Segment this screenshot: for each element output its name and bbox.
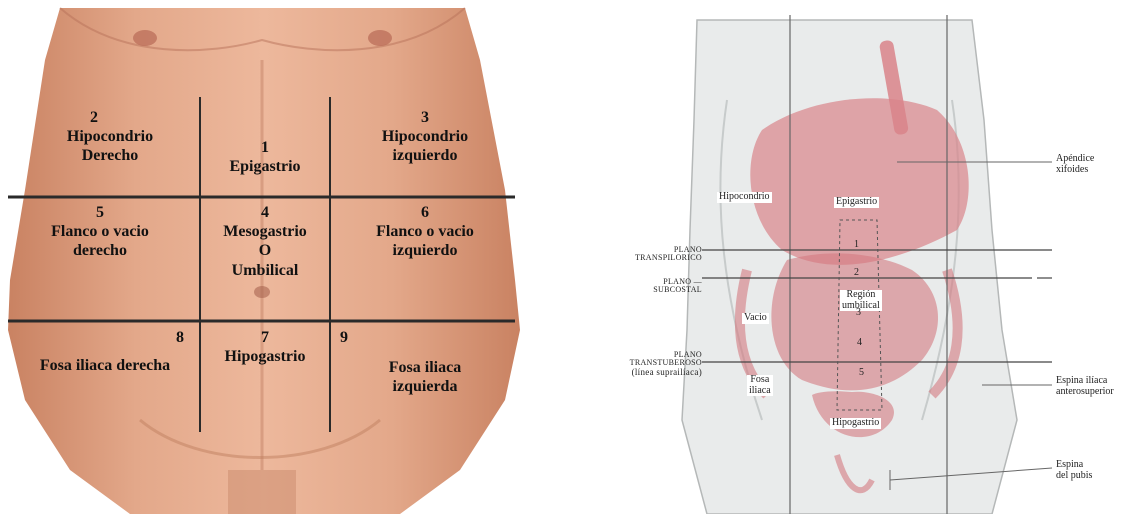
espina-pubis-label: Espina del pubis: [1056, 460, 1092, 481]
epigastrio-label: Epigastrio: [834, 197, 879, 208]
region-8-label: Fosa iliaca derecha: [10, 356, 200, 375]
plano-transpilorico-label: PLANO TRANSPILORICO: [622, 246, 702, 263]
stomach-liver: [750, 98, 968, 265]
navel: [254, 286, 270, 298]
anatomical-planes-drawing: Hipocondrio Epigastrio Región umbilical …: [572, 0, 1138, 514]
region-9-number: 9: [334, 328, 354, 347]
region-1-label: 1 Epigastrio: [205, 138, 325, 176]
region-2-label: 2 Hipocondrio Derecho: [40, 108, 180, 166]
espina-iliaca-label: Espina ilíaca anterosuperior: [1056, 376, 1114, 397]
hipocondrio-label: Hipocondrio: [717, 192, 772, 203]
region-7-label: 7 Hipogastrio: [205, 328, 325, 366]
region-5-label: 5 Flanco o vacio derecho: [10, 203, 190, 261]
hipogastrio-label: Hipogastrio: [830, 418, 881, 429]
region-4-label: 4 Mesogastrio O Umbilical: [200, 203, 330, 280]
vertebra-2: 2: [854, 268, 859, 279]
left-nipple: [368, 30, 392, 46]
region-6-label: 6 Flanco o vacio izquierdo: [335, 203, 515, 261]
vertebra-4: 4: [857, 338, 862, 349]
vertebra-1: 1: [854, 240, 859, 251]
region-9-label: Fosa iliaca izquierda: [345, 358, 505, 396]
region-3-label: 3 Hipocondrio izquierdo: [345, 108, 505, 166]
right-nipple: [133, 30, 157, 46]
vertebra-5: 5: [859, 368, 864, 379]
region-8-number: 8: [168, 328, 192, 347]
vacio-label: Vacio: [742, 313, 769, 324]
fosa-iliaca-label: Fosa iliaca: [747, 375, 773, 396]
vertebra-3: 3: [856, 308, 861, 319]
abdominal-regions-photo: 2 Hipocondrio Derecho 1 Epigastrio 3 Hip…: [0, 0, 525, 514]
apendice-xifoides-label: Apéndice xifoides: [1056, 154, 1094, 175]
plano-subcostal-label: PLANO — SUBCOSTAL: [622, 278, 702, 295]
plano-transtuberoso-label: PLANO TRANSTUBEROSO (línea suprailíaca): [580, 351, 702, 377]
